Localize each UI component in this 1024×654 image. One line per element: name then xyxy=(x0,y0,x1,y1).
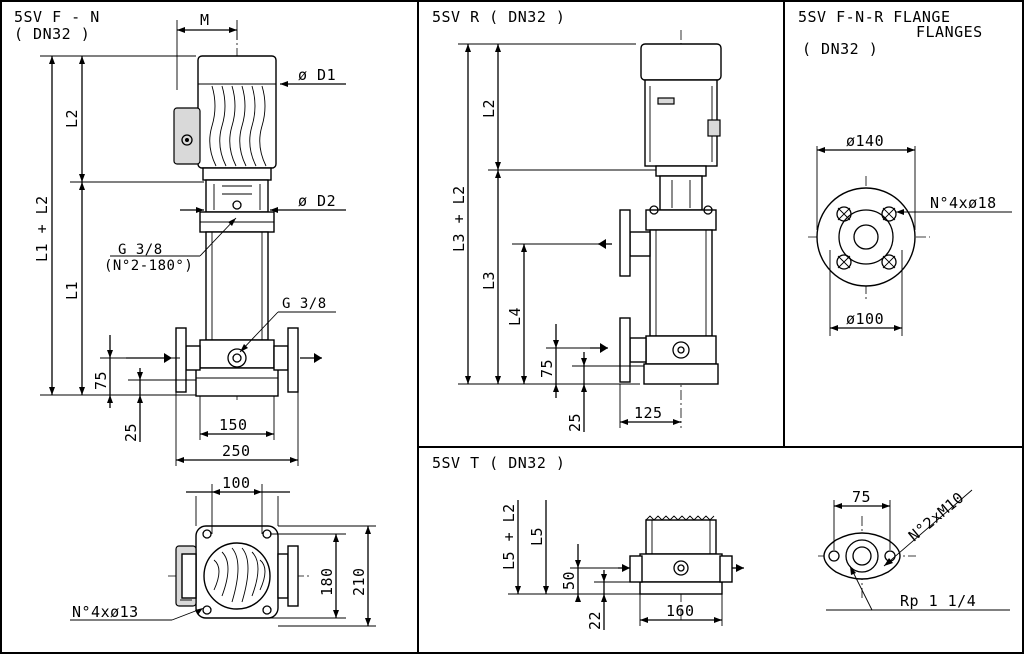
dimensions-f-n: M ø D1 ø D2 G 3/8 (N°2-180°) G 3/8 xyxy=(33,11,346,466)
dim-phi100: ø100 xyxy=(846,310,884,328)
dim-100-plan: 100 xyxy=(222,474,251,492)
dim-l3-plus-l2: L3 + L2 xyxy=(450,185,468,252)
dim-25-f-n: 25 xyxy=(122,423,140,442)
dim-210: 210 xyxy=(350,567,368,596)
dimensions-plan-f-n: 100 180 210 N°4xø13 xyxy=(70,474,376,627)
panel-r-title: 5SV R ( DN32 ) xyxy=(432,8,565,26)
label-holes-t: N°2xM10 xyxy=(905,488,968,545)
dim-d2: ø D2 xyxy=(298,192,336,210)
dim-160: 160 xyxy=(666,602,695,620)
label-g38-top-note: (N°2-180°) xyxy=(104,258,193,274)
dimensions-flange: ø140 ø100 N°4xø18 xyxy=(816,132,1012,336)
panel-5sv-r: 5SV R ( DN32 ) xyxy=(432,8,722,432)
dim-150: 150 xyxy=(219,416,248,434)
dim-l5-plus-l2: L5 + L2 xyxy=(500,503,518,570)
dim-l5: L5 xyxy=(528,527,546,546)
panel-flange-title: 5SV F-N-R FLANGE xyxy=(798,8,951,26)
dim-250: 250 xyxy=(222,442,251,460)
dim-m: M xyxy=(200,11,210,29)
panel-flange-title-2: FLANGES xyxy=(916,23,983,41)
dimensions-r: L3 + L2 L2 L3 L4 75 25 xyxy=(450,43,681,432)
label-g38-top: G 3/8 xyxy=(118,242,163,258)
dim-125: 125 xyxy=(634,404,663,422)
dim-25-r: 25 xyxy=(566,413,584,432)
pump-base-t xyxy=(618,515,744,622)
dimensions-t: L5 + L2 L5 50 22 160 xyxy=(500,500,723,630)
dim-75-f-n: 75 xyxy=(92,371,110,390)
label-g38-bottom: G 3/8 xyxy=(282,296,327,312)
pump-elevation-r xyxy=(590,30,722,428)
dim-l3: L3 xyxy=(480,271,498,290)
dim-l2-r: L2 xyxy=(480,99,498,118)
dim-50: 50 xyxy=(560,571,578,590)
panel-f-n-title: 5SV F - N xyxy=(14,8,100,26)
dim-l1: L1 xyxy=(63,281,81,300)
panel-flange: 5SV F-N-R FLANGE FLANGES ( DN32 ) ø140 xyxy=(798,8,1012,336)
dim-180: 180 xyxy=(318,567,336,596)
oval-flange-drawing xyxy=(818,516,916,600)
dim-75-t: 75 xyxy=(852,488,871,506)
flange-face-drawing xyxy=(808,176,930,300)
dim-75-r: 75 xyxy=(538,359,556,378)
pump-elevation-f-n xyxy=(126,30,322,400)
dim-d1: ø D1 xyxy=(298,66,336,84)
panel-flange-title-3: ( DN32 ) xyxy=(802,40,878,58)
panel-5sv-f-n: 5SV F - N ( DN32 ) xyxy=(14,8,376,627)
pump-plan-view-f-n xyxy=(168,496,310,619)
panel-t-title: 5SV T ( DN32 ) xyxy=(432,454,565,472)
label-rp-thread: Rp 1 1/4 xyxy=(900,592,976,610)
dim-22: 22 xyxy=(586,611,604,630)
panel-5sv-t: 5SV T ( DN32 ) L5 + L2 xyxy=(432,454,1010,630)
panel-f-n-subtitle: ( DN32 ) xyxy=(14,25,90,43)
dim-l1-plus-l2: L1 + L2 xyxy=(33,195,51,262)
dim-phi140: ø140 xyxy=(846,132,884,150)
dim-l4: L4 xyxy=(506,307,524,326)
label-holes-flange: N°4xø18 xyxy=(930,194,997,212)
label-holes-plan: N°4xø13 xyxy=(72,603,139,621)
dim-l2: L2 xyxy=(63,109,81,128)
